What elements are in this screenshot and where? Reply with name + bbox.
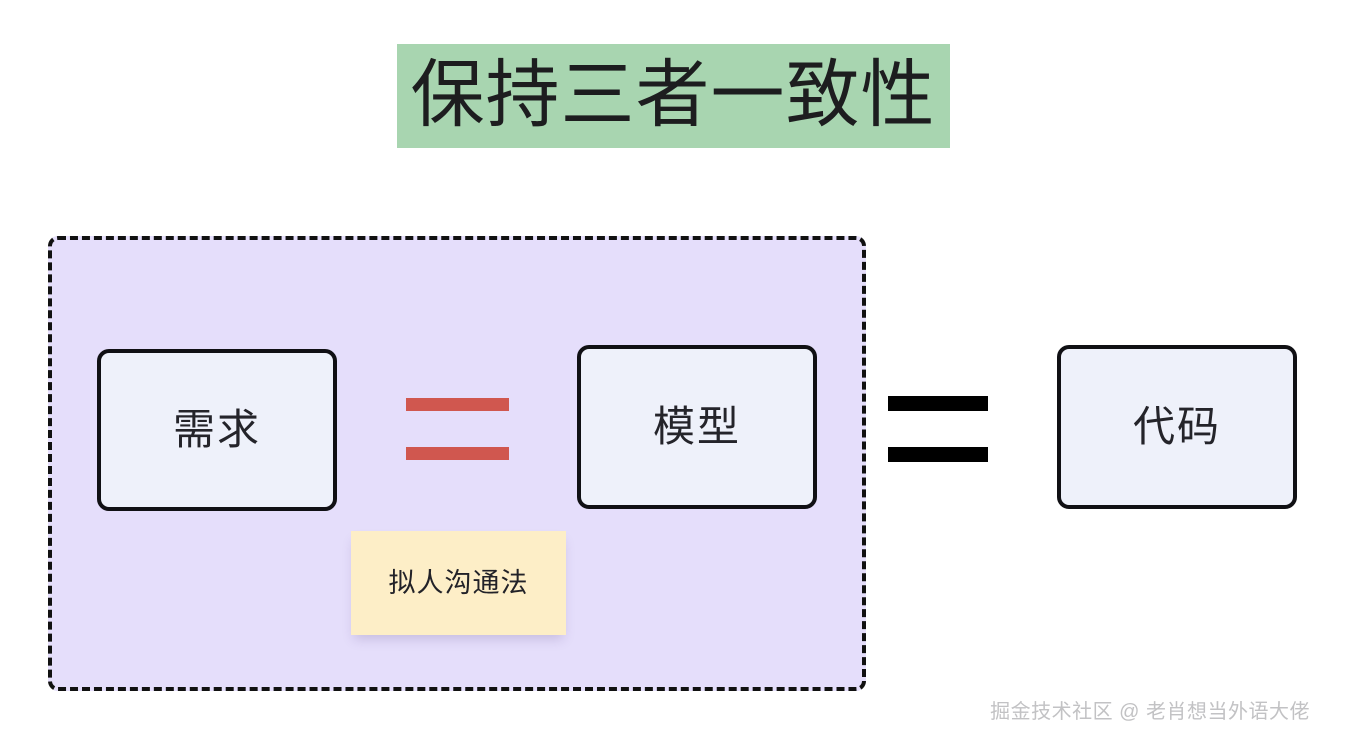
concept-box-requirement[interactable]: 需求	[97, 349, 337, 511]
concept-box-model-label: 模型	[652, 403, 741, 450]
concept-box-model[interactable]: 模型	[577, 345, 817, 509]
concept-box-code-label: 代码	[1132, 403, 1221, 450]
page-title: 保持三者一致性	[0, 44, 1346, 148]
watermark: 掘金技术社区 @ 老肖想当外语大佬	[990, 701, 1310, 723]
concept-box-requirement-label: 需求	[172, 406, 261, 453]
page-title-text: 保持三者一致性	[396, 44, 950, 148]
equals-icon-requirement-model	[406, 398, 509, 460]
equals-bar-top	[406, 398, 509, 411]
equals-bar-bottom	[888, 447, 988, 462]
sticky-note-label: 拟人沟通法	[388, 567, 529, 598]
concept-box-code[interactable]: 代码	[1057, 345, 1297, 509]
sticky-note-method[interactable]: 拟人沟通法	[351, 531, 566, 635]
equals-bar-top	[888, 396, 988, 411]
equals-bar-bottom	[406, 447, 509, 460]
equals-icon-model-code	[888, 396, 988, 462]
